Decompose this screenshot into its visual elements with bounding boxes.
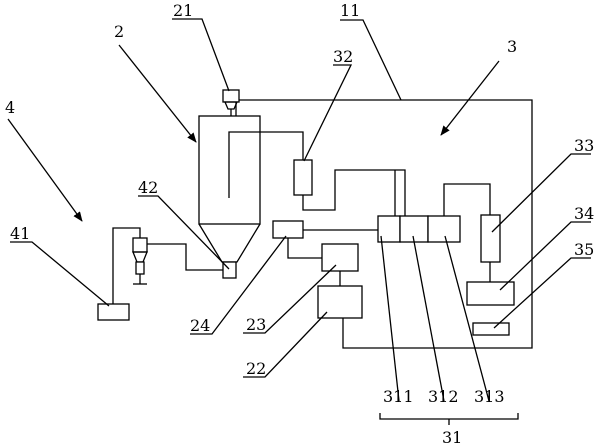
component-32 — [293, 159, 313, 196]
frame-duct — [235, 99, 533, 349]
component-24 — [272, 220, 304, 239]
component-22 — [317, 285, 363, 319]
leader-311 — [380, 235, 400, 402]
label-22: 22 — [246, 359, 266, 378]
leader-41 — [10, 241, 110, 307]
leader-313 — [444, 235, 490, 402]
leader-35 — [493, 257, 591, 329]
leader-4 — [7, 118, 83, 222]
label-11: 11 — [340, 1, 360, 20]
leader-32 — [303, 64, 353, 162]
leader-33 — [491, 153, 591, 233]
component-23 — [321, 243, 359, 272]
label-312: 312 — [428, 387, 459, 406]
label-3: 3 — [507, 37, 517, 56]
label-35: 35 — [574, 240, 594, 259]
label-23: 23 — [246, 315, 266, 334]
brace-31 — [379, 413, 519, 425]
leader-23 — [243, 264, 337, 334]
left-system — [97, 227, 223, 321]
leader-34 — [499, 221, 591, 291]
label-41: 41 — [10, 224, 30, 243]
leader-312 — [412, 235, 445, 402]
label-21: 21 — [173, 1, 193, 20]
label-311: 311 — [383, 387, 414, 406]
component-34 — [466, 281, 515, 306]
component-35 — [472, 322, 510, 336]
label-2: 2 — [114, 22, 124, 41]
leader-24 — [190, 235, 287, 335]
leader-42 — [138, 195, 230, 270]
unit-313 — [427, 215, 461, 243]
component-33 — [480, 214, 501, 263]
leader-2 — [118, 44, 197, 143]
label-34: 34 — [574, 204, 594, 223]
label-32: 32 — [333, 47, 353, 66]
leader-21 — [172, 18, 230, 92]
leader-22 — [243, 311, 328, 378]
leader-3 — [440, 60, 500, 136]
label-24: 24 — [190, 316, 210, 335]
label-4: 4 — [5, 98, 15, 117]
top-feeder — [222, 89, 240, 116]
label-33: 33 — [574, 136, 594, 155]
label-313: 313 — [474, 387, 505, 406]
label-42: 42 — [138, 178, 158, 197]
cyclone-tower — [198, 115, 304, 279]
leader-11 — [340, 19, 402, 101]
label-31: 31 — [442, 428, 462, 447]
